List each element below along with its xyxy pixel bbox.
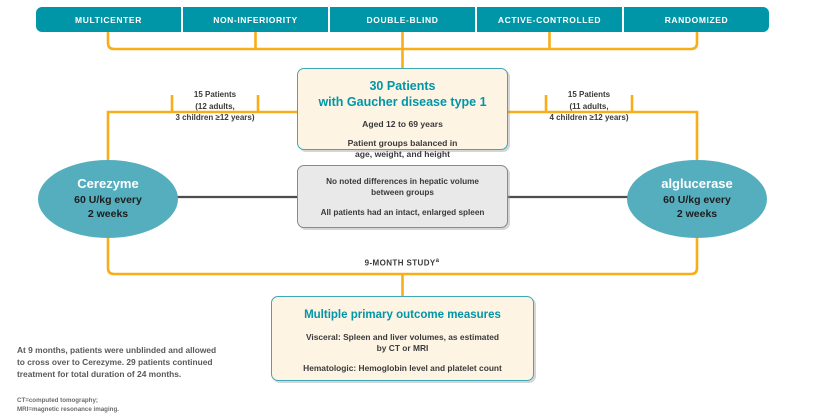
alglucerase-label: alglucerase xyxy=(661,176,733,192)
footnote-crossover: At 9 months, patients were unblinded and… xyxy=(17,344,257,381)
header-bar-label: NON-INFERIORITY xyxy=(213,14,298,25)
treatment-arm-alglucerase[interactable]: alglucerase 60 U/kg every 2 weeks xyxy=(627,160,767,238)
baseline-spleen-note: All patients had an intact, enlarged spl… xyxy=(320,208,485,218)
header-bar-label: MULTICENTER xyxy=(75,14,142,25)
allocation-left-children: 3 children ≥12 years) xyxy=(175,113,255,123)
alglucerase-dose: 60 U/kg every 2 weeks xyxy=(663,194,731,221)
study-duration-footnote-marker: a xyxy=(435,258,440,264)
allocation-right-adults: (11 adults, xyxy=(569,101,609,111)
cerezyme-dose-line2: 2 weeks xyxy=(87,208,129,221)
footnote-crossover-line1: At 9 months, patients were unblinded and… xyxy=(17,345,217,355)
abbreviations-note: CT=computed tomography; MRI=magnetic res… xyxy=(17,396,257,415)
header-bar-label: ACTIVE-CONTROLLED xyxy=(497,14,602,25)
allocation-note-right: 15 Patients (11 adults, 4 children ≥12 y… xyxy=(539,89,639,124)
header-bar-label: RANDOMIZED xyxy=(664,14,729,25)
study-duration-text: 9-MONTH STUDY xyxy=(364,258,436,268)
abbrev-mri: MRI=magnetic resonance imaging. xyxy=(17,406,119,414)
footnote-crossover-line2: to cross over to Cerezyme. 29 patients c… xyxy=(17,357,213,368)
allocation-note-left: 15 Patients (12 adults, 3 children ≥12 y… xyxy=(165,89,265,124)
header-bar-non-inferiority[interactable]: NON-INFERIORITY xyxy=(183,7,328,32)
baseline-hepatic-line2: between groups xyxy=(371,187,434,197)
population-box-title: 30 Patients with Gaucher disease type 1 xyxy=(298,78,507,110)
outcome-visceral: Visceral: Spleen and liver volumes, as e… xyxy=(272,332,533,354)
outcome-visceral-line1: Visceral: Spleen and liver volumes, as e… xyxy=(305,331,500,342)
abbrev-ct: CT=computed tomography; xyxy=(17,397,98,404)
allocation-left-adults: (12 adults, xyxy=(195,101,235,111)
header-bar-multicenter[interactable]: MULTICENTER xyxy=(36,7,181,32)
header-bar-double-blind[interactable]: DOUBLE-BLIND xyxy=(330,7,475,32)
baseline-hepatic-note: No noted differences in hepatic volume b… xyxy=(298,177,507,198)
population-box: 30 Patients with Gaucher disease type 1 … xyxy=(297,68,508,159)
study-duration-label: 9-MONTH STUDYa xyxy=(352,258,452,268)
population-condition: with Gaucher disease type 1 xyxy=(318,95,487,109)
baseline-characteristics-box: No noted differences in hepatic volume b… xyxy=(297,165,508,228)
population-balance-note: Patient groups balanced in age, weight, … xyxy=(298,138,507,160)
header-bar-randomized[interactable]: RANDOMIZED xyxy=(624,7,769,32)
outcomes-box: Multiple primary outcome measures Viscer… xyxy=(271,296,534,381)
cerezyme-dose: 60 U/kg every 2 weeks xyxy=(74,194,142,221)
outcomes-box-title: Multiple primary outcome measures xyxy=(304,309,501,321)
allocation-right-children: 4 children ≥12 years) xyxy=(549,113,629,123)
allocation-right-count: 15 Patients xyxy=(567,90,611,99)
header-bar-label: DOUBLE-BLIND xyxy=(366,14,439,25)
header-bus-line xyxy=(106,32,699,51)
baseline-hepatic-line1: No noted differences in hepatic volume xyxy=(326,177,479,186)
outcome-visceral-line2: by CT or MRI xyxy=(376,342,429,353)
cerezyme-label: Cerezyme xyxy=(77,176,139,192)
treatment-arm-cerezyme[interactable]: Cerezyme 60 U/kg every 2 weeks xyxy=(38,160,178,238)
footnote-crossover-line3: treatment for total duration of 24 month… xyxy=(17,369,182,380)
allocation-left-count: 15 Patients xyxy=(193,90,237,99)
balance-note-line2: age, weight, and height xyxy=(354,149,450,160)
cerezyme-dose-line1: 60 U/kg every xyxy=(74,194,142,207)
alglucerase-dose-line2: 2 weeks xyxy=(676,208,718,221)
population-count: 30 Patients xyxy=(369,79,436,93)
alglucerase-dose-line1: 60 U/kg every xyxy=(663,194,731,207)
arms-converge-bus xyxy=(106,238,699,276)
header-bar-active-controlled[interactable]: ACTIVE-CONTROLLED xyxy=(477,7,622,32)
balance-note-line1: Patient groups balanced in xyxy=(347,138,458,149)
population-age-range: Aged 12 to 69 years xyxy=(362,119,443,129)
outcome-hematologic: Hematologic: Hemoglobin level and platel… xyxy=(303,362,502,373)
